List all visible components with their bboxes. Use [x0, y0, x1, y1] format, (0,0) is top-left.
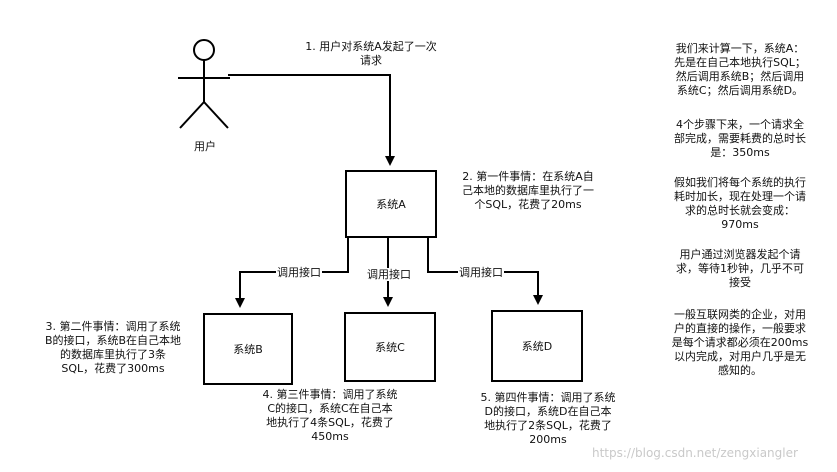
system-c-label: 系统C — [375, 341, 405, 354]
side-note-5: 一般互联网类的企业，对用 户的直接的操作，一般要求 是每个请求都必须在200ms… — [671, 308, 809, 377]
edge-label-d: 调用接口 — [458, 266, 504, 279]
side-note-3: 假如我们将每个系统的执行 耗时加长，现在处理一个请 求的总时长就会变成： 970… — [674, 176, 806, 231]
step3-note: 3. 第二件事情：调用了系统 B的接口，系统B在自己本地 的数据库里执行了3条 … — [44, 320, 182, 375]
request-arrow — [228, 74, 395, 166]
step4-note: 4. 第三件事情：调用了系统 C的接口，系统C在自己本 地执行了4条SQL，花费… — [262, 388, 398, 443]
step2-note: 2. 第一件事情：在系统A自 己本地的数据库里执行了一 个SQL，花费了20ms — [462, 170, 594, 211]
system-d-label: 系统D — [521, 340, 553, 353]
system-b-box: 系统B — [203, 313, 293, 385]
side-note-2: 4个步骤下来，一个请求全 部完成，需要耗费的总时长 是：350ms — [674, 118, 806, 159]
system-b-label: 系统B — [233, 343, 263, 356]
user-label: 用户 — [194, 140, 216, 153]
system-a-box: 系统A — [345, 170, 437, 238]
side-note-4: 用户通过浏览器发起个请 求，等待1秒钟，几乎不可 接受 — [676, 248, 804, 289]
watermark-text: https://blog.csdn.net/zengxiangler — [592, 446, 798, 460]
system-d-box: 系统D — [491, 310, 583, 382]
user-actor-icon — [178, 39, 230, 129]
request-note: 1. 用户对系统A发起了一次 请求 — [305, 40, 437, 67]
system-c-box: 系统C — [344, 312, 436, 382]
side-note-1: 我们来计算一下，系统A： 先是在自己本地执行SQL； 然后调用系统B；然后调用 … — [674, 42, 806, 97]
system-a-label: 系统A — [376, 198, 406, 211]
edge-label-b: 调用接口 — [276, 266, 322, 279]
step5-note: 5. 第四件事情：调用了系统 D的接口，系统D在自己本 地执行了2条SQL，花费… — [480, 391, 616, 446]
edge-label-c: 调用接口 — [366, 268, 412, 281]
